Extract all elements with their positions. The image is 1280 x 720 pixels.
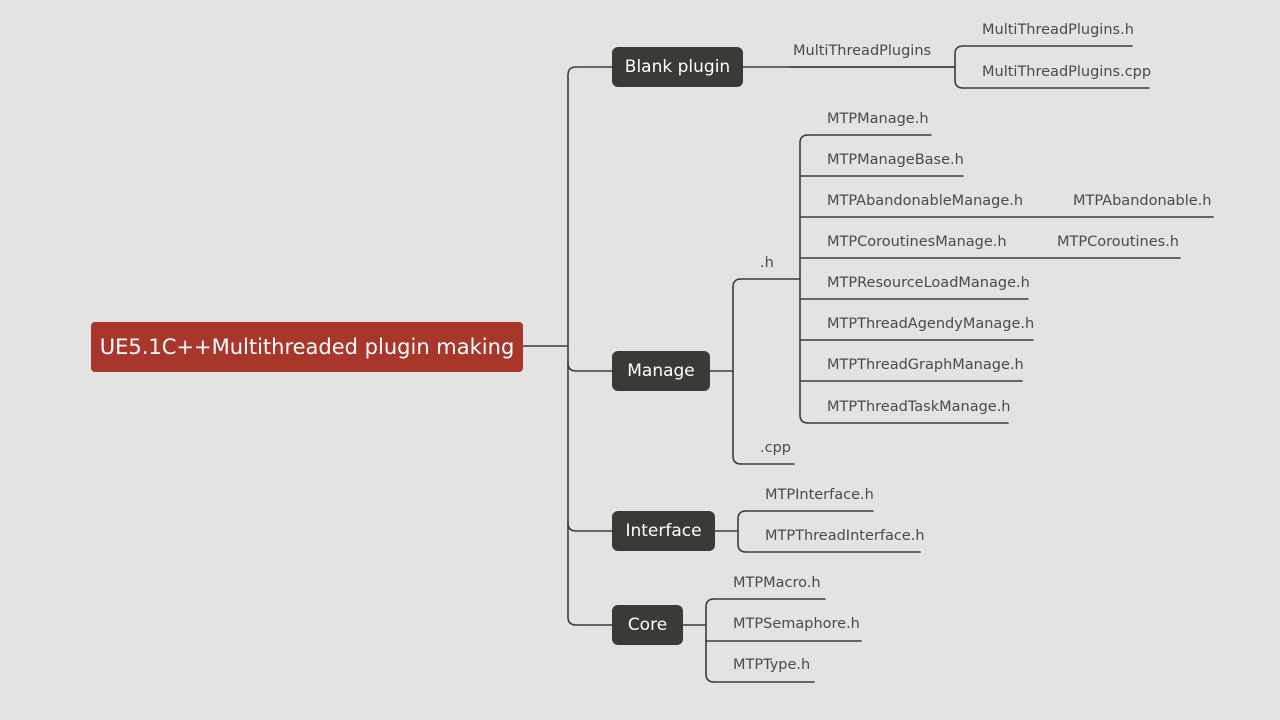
h-files-bracket: [799, 134, 809, 424]
topic-core-label: Core: [627, 615, 668, 635]
file-mtpmanage-h[interactable]: MTPManage.h: [827, 111, 929, 127]
file-mtpinterface-h[interactable]: MTPInterface.h: [765, 487, 874, 503]
main-trunk: [567, 66, 577, 626]
file-mtpmacro-h[interactable]: MTPMacro.h: [733, 575, 821, 591]
file-mtpthreadgraphmanage-h[interactable]: MTPThreadGraphManage.h: [827, 357, 1024, 373]
root-topic[interactable]: UE5.1C++Multithreaded plugin making: [91, 322, 523, 372]
trunk-to-interface: [567, 522, 613, 532]
file-mtpcoroutinesmanage-h[interactable]: MTPCoroutinesManage.h: [827, 234, 1007, 250]
root-topic-label: UE5.1C++Multithreaded plugin making: [99, 335, 515, 359]
file-mtpthreadtaskmanage-h[interactable]: MTPThreadTaskManage.h: [827, 399, 1011, 415]
topic-blank-plugin-label: Blank plugin: [624, 57, 731, 77]
folder-split: [954, 45, 964, 89]
trunk-to-manage: [567, 362, 613, 372]
file-mtpthreadinterface-h[interactable]: MTPThreadInterface.h: [765, 528, 925, 544]
subtopic-cpp[interactable]: .cpp: [760, 440, 791, 456]
topic-interface[interactable]: Interface: [612, 511, 715, 551]
file-mtptype-h[interactable]: MTPType.h: [733, 657, 811, 673]
file-mtpthreadagendymanage-h[interactable]: MTPThreadAgendyManage.h: [827, 316, 1035, 332]
interface-split: [737, 510, 747, 553]
topic-core[interactable]: Core: [612, 605, 683, 645]
file-mtpabandonable-h[interactable]: MTPAbandonable.h: [1073, 193, 1212, 209]
topic-interface-label: Interface: [625, 521, 702, 541]
subtopic-multithreadplugins[interactable]: MultiThreadPlugins: [793, 43, 932, 59]
file-multithreadplugins-h[interactable]: MultiThreadPlugins.h: [982, 22, 1134, 38]
file-mtpresourceloadmanage-h[interactable]: MTPResourceLoadManage.h: [827, 275, 1030, 291]
manage-split: [732, 278, 742, 465]
topic-manage-label: Manage: [627, 361, 695, 381]
file-multithreadplugins-cpp[interactable]: MultiThreadPlugins.cpp: [982, 64, 1152, 80]
file-mtpabandonablemanage-h[interactable]: MTPAbandonableManage.h: [827, 193, 1024, 209]
topic-blank-plugin[interactable]: Blank plugin: [612, 47, 743, 87]
subtopic-h[interactable]: .h: [760, 255, 774, 271]
topic-manage[interactable]: Manage: [612, 351, 710, 391]
file-mtpcoroutines-h[interactable]: MTPCoroutines.h: [1057, 234, 1179, 250]
file-mtpmanagebase-h[interactable]: MTPManageBase.h: [827, 152, 964, 168]
file-mtpsemaphore-h[interactable]: MTPSemaphore.h: [733, 616, 860, 632]
